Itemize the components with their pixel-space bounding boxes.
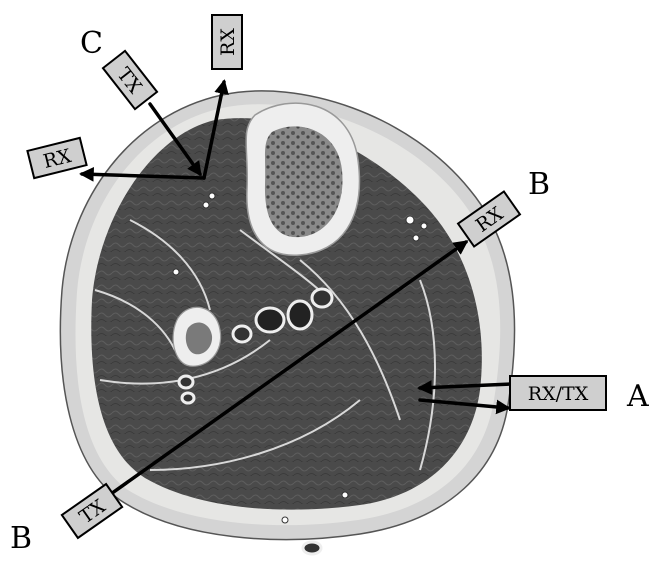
- box-rx-top-text: RX: [217, 28, 239, 56]
- label-b-bottom: B: [10, 521, 32, 556]
- box-rx-top: RX: [212, 15, 242, 69]
- box-rxtx-a: RX/TX: [510, 376, 606, 410]
- label-c: C: [80, 26, 103, 61]
- label-a: A: [626, 379, 649, 414]
- box-rxtx-a-text: RX/TX: [528, 383, 589, 405]
- tissue-image: [60, 91, 514, 554]
- box-tx-c: TX: [103, 51, 157, 109]
- box-rx-left: RX: [27, 138, 86, 178]
- label-b-top: B: [528, 167, 550, 202]
